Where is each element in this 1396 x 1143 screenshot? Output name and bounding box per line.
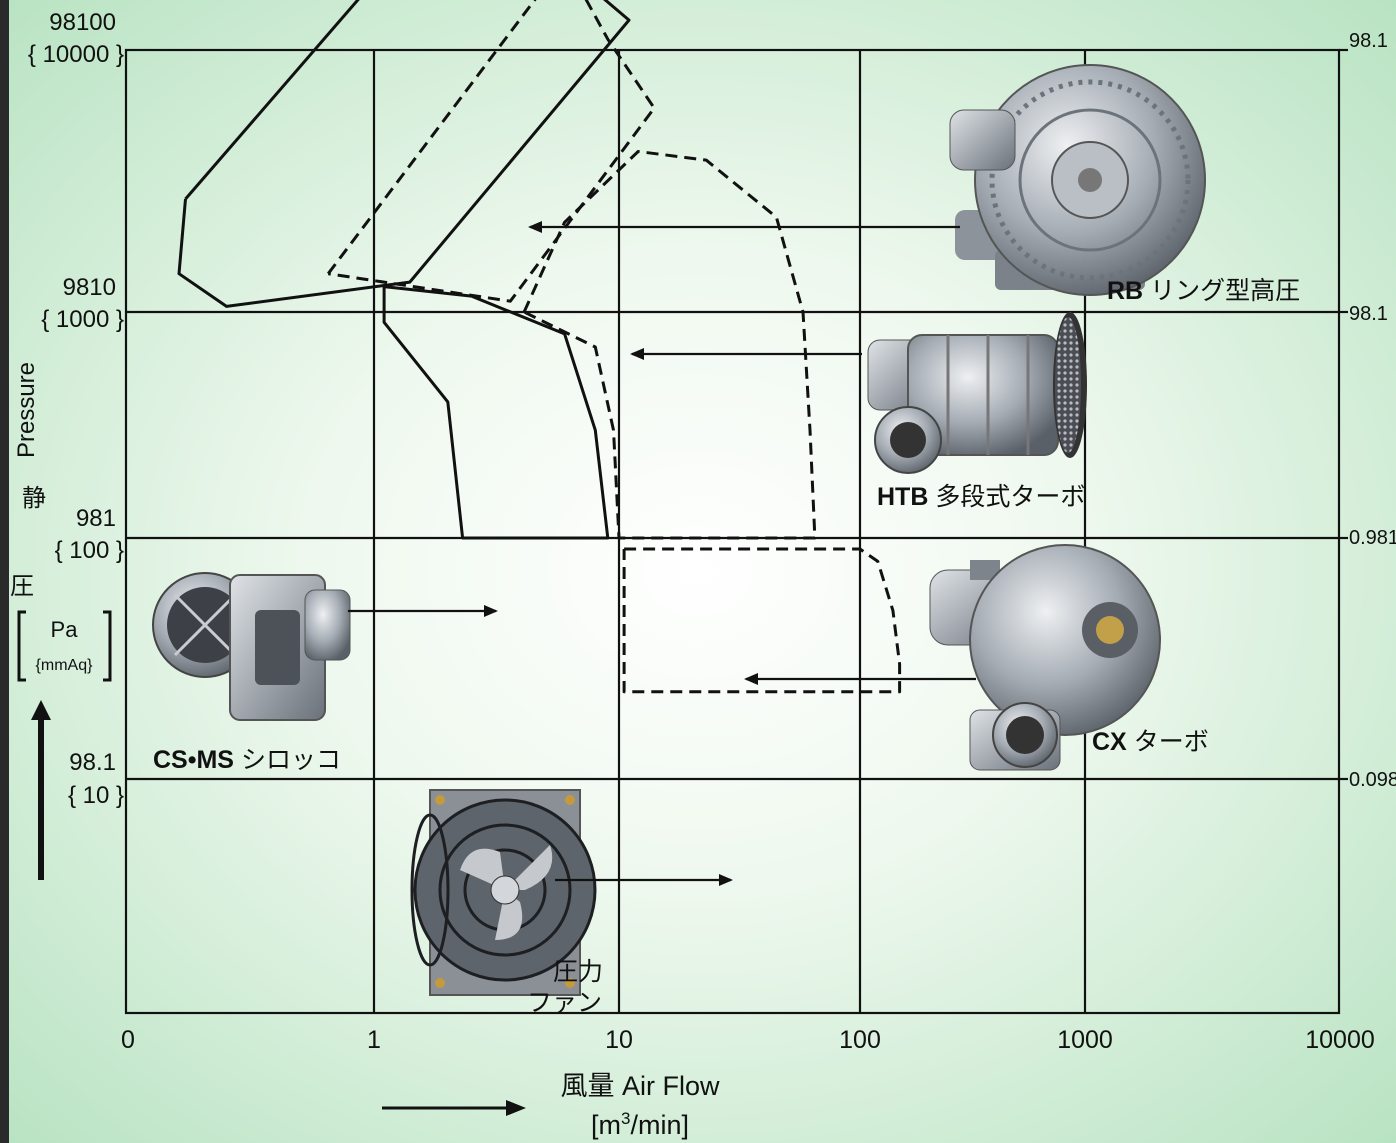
pressure-fan-label-line1: 圧力 bbox=[553, 958, 603, 986]
y-tick-label-mmaq: { 10000 } bbox=[28, 41, 124, 68]
y-label-en: Pressure bbox=[13, 362, 40, 458]
series-region-3 bbox=[522, 150, 817, 540]
x-tick-label: 0 bbox=[121, 1026, 135, 1054]
pressure-fan-label-line2: ファン bbox=[527, 989, 602, 1017]
y-tick-label-mmaq: { 10 } bbox=[68, 782, 124, 809]
series-region-1 bbox=[327, 0, 656, 303]
htb-blower-illustration bbox=[867, 312, 1087, 474]
y-axis-arrow-head bbox=[31, 700, 51, 720]
cx-blower-illustration bbox=[929, 544, 1161, 771]
y-tick-label-pa: 9810 bbox=[63, 274, 116, 301]
cx-label: CX ターボ bbox=[1092, 728, 1209, 756]
x-axis-label: 風量 Air Flow [m3/min] bbox=[382, 1071, 720, 1140]
x-tick-label: 10000 bbox=[1305, 1026, 1375, 1054]
left-frame-bar bbox=[0, 0, 9, 1143]
x-label-unit: [m3/min] bbox=[591, 1109, 689, 1140]
y-tick-labels-left: 98100 { 10000 } 9810 { 1000 } 981 { 100 … bbox=[28, 9, 124, 809]
pointer-arrows bbox=[348, 221, 976, 886]
y-axis-label: 静 Pressure 圧 Pa {mmAq} bbox=[10, 362, 112, 880]
y-tick-label-pa: 98100 bbox=[49, 9, 116, 36]
plot-frame bbox=[124, 48, 1341, 1015]
y-tick-label-pa: 98.1 bbox=[69, 749, 116, 776]
x-tick-label: 10 bbox=[605, 1026, 633, 1054]
x-tick-label: 100 bbox=[839, 1026, 881, 1054]
y-tick-labels-right: 98.1 98.1 0.981 0.098 bbox=[1349, 30, 1396, 791]
y-unit-pa: Pa bbox=[51, 617, 79, 642]
cs-ms-label: CS•MS シロッコ bbox=[153, 746, 341, 774]
product-labels: RB リング型高圧 HTB 多段式ターボ CX ターボ CS•MS シロッコ 圧… bbox=[153, 277, 1300, 1017]
y-unit-mmaq: {mmAq} bbox=[36, 657, 94, 674]
cs-ms-blower-illustration bbox=[152, 572, 351, 721]
y-tick-label-right: 98.1 bbox=[1349, 303, 1388, 325]
series-region-4 bbox=[622, 547, 902, 694]
pressure-fan-illustration bbox=[410, 789, 597, 996]
y-unit-bracket-right bbox=[103, 610, 112, 682]
y-tick-label-right: 98.1 bbox=[1349, 30, 1388, 52]
x-label-title: 風量 Air Flow bbox=[560, 1071, 720, 1101]
series-region-0 bbox=[177, 0, 631, 308]
y-label-jp2: 圧 bbox=[10, 573, 34, 600]
y-tick-label-right: 0.098 bbox=[1349, 769, 1396, 791]
y-tick-label-right: 0.981 bbox=[1349, 527, 1396, 549]
y-tick-label-mmaq: { 100 } bbox=[55, 537, 124, 564]
rb-blower-illustration bbox=[949, 64, 1206, 296]
htb-label: HTB 多段式ターボ bbox=[877, 483, 1085, 511]
grid-lines bbox=[124, 48, 1348, 1015]
x-tick-labels: 0 1 10 100 1000 10000 bbox=[121, 1026, 1375, 1054]
x-tick-label: 1 bbox=[367, 1026, 381, 1054]
rb-label: RB リング型高圧 bbox=[1107, 277, 1300, 305]
series-region-2 bbox=[382, 285, 610, 540]
x-tick-label: 1000 bbox=[1057, 1026, 1113, 1054]
y-tick-label-mmaq: { 1000 } bbox=[41, 306, 124, 333]
x-axis-arrow-head bbox=[506, 1100, 526, 1116]
y-label-jp1: 静 bbox=[22, 485, 46, 512]
y-tick-label-pa: 981 bbox=[76, 505, 116, 532]
series-layer bbox=[177, 0, 902, 694]
y-unit-bracket-left bbox=[17, 610, 26, 682]
